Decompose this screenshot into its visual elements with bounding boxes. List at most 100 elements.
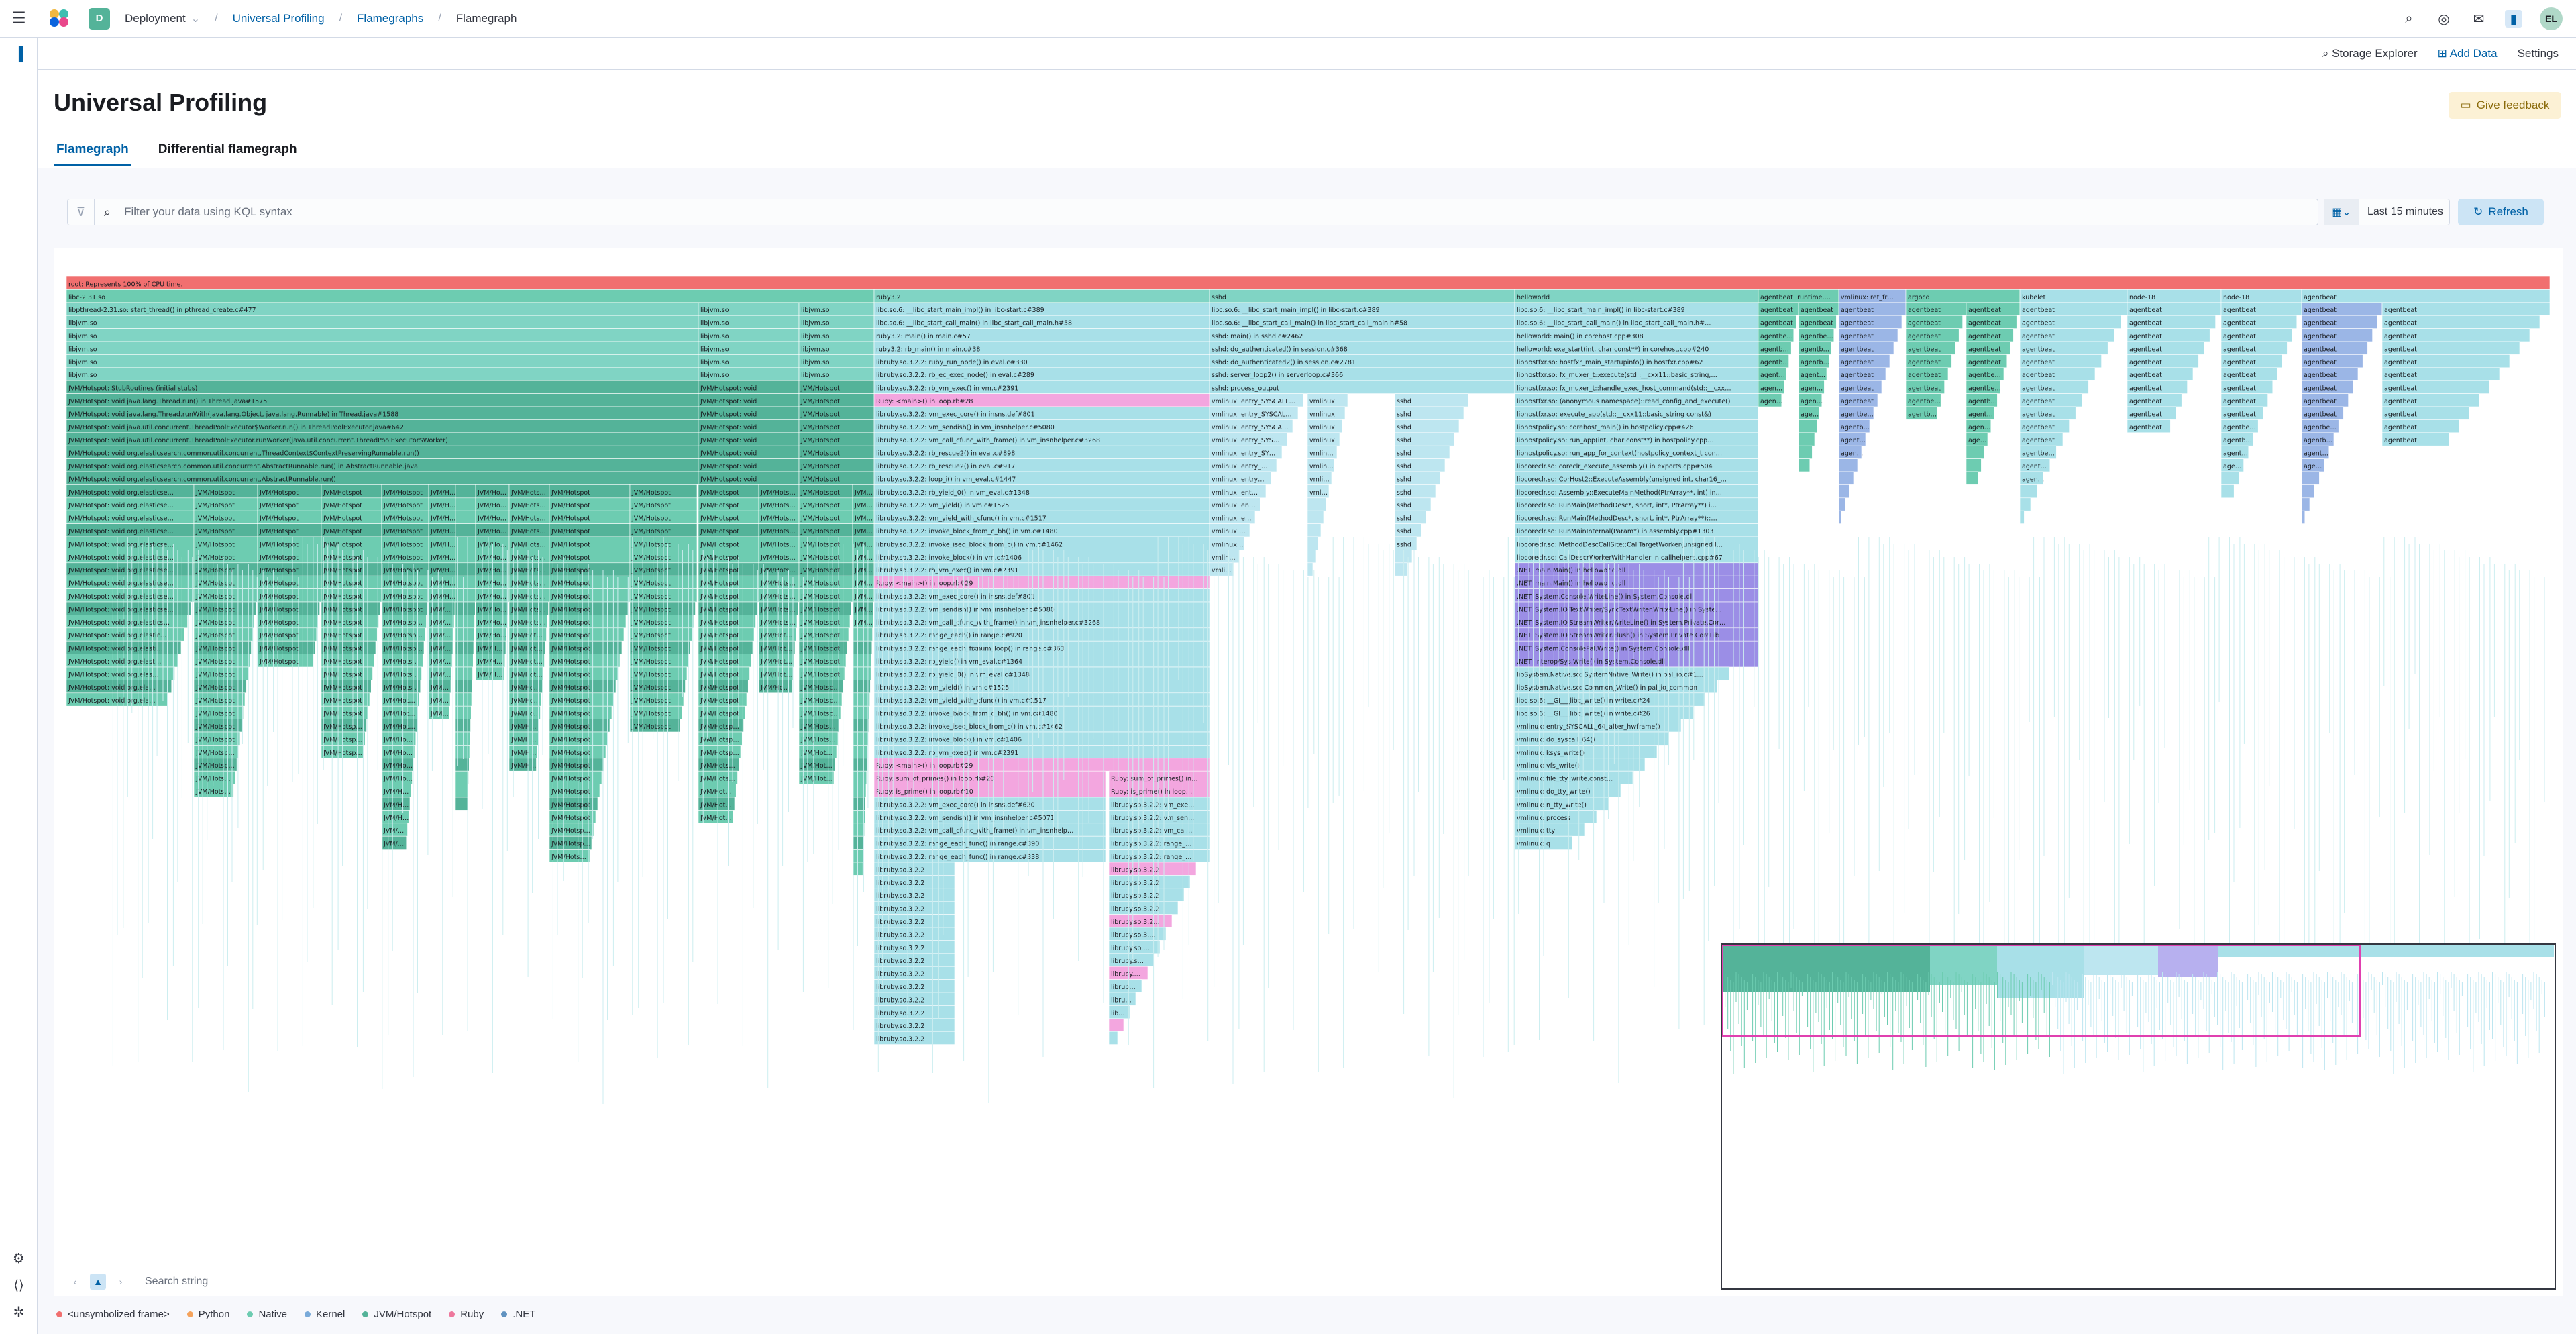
frame[interactable]: libruby.so.3.2.2 bbox=[873, 914, 955, 928]
frame[interactable]: JVM/Hotspot bbox=[257, 536, 322, 550]
frame[interactable]: JVM/Hotspot bbox=[629, 601, 696, 615]
frame[interactable] bbox=[852, 719, 869, 733]
frame[interactable]: agentbeat bbox=[1838, 380, 1882, 394]
frame[interactable] bbox=[1307, 536, 1319, 550]
frame[interactable]: JVM/Hotspot bbox=[798, 484, 853, 499]
frame[interactable]: libruby.so.3.2.2: rb_yield_0() in vm_eva… bbox=[873, 666, 1210, 680]
frame[interactable]: JVM/H… bbox=[381, 797, 411, 811]
frame[interactable]: JVM/Hotspot bbox=[321, 562, 382, 576]
frame[interactable]: JVM/Hotspot bbox=[629, 497, 698, 511]
frame[interactable]: libhostfxr.so: fx_muxer_t::handle_exec_h… bbox=[1514, 380, 1759, 394]
frame[interactable]: vmlinux:… bbox=[1209, 523, 1250, 537]
frame[interactable] bbox=[1307, 510, 1324, 524]
frame[interactable]: libruby.so.3.2.2: vm_sendish() in vm_ins… bbox=[873, 810, 1106, 824]
frame[interactable]: JVM/Hotspot bbox=[321, 497, 382, 511]
frame[interactable]: JVM… bbox=[852, 497, 875, 511]
frame[interactable]: JVM/H… bbox=[428, 575, 455, 589]
frame[interactable]: JVM/Hotspot: void org.elasticse… bbox=[66, 588, 195, 603]
frame[interactable]: agentbeat bbox=[2019, 367, 2096, 381]
frame[interactable]: age… bbox=[2301, 458, 2324, 472]
frame[interactable]: agentbeat bbox=[1905, 380, 1945, 394]
frame[interactable]: JVM/Hotspot bbox=[321, 654, 375, 668]
frame[interactable]: JVM/H… bbox=[428, 523, 455, 537]
frame[interactable]: agentbeat bbox=[2127, 315, 2216, 329]
frame[interactable] bbox=[852, 758, 867, 772]
frame[interactable] bbox=[852, 640, 873, 654]
frame[interactable]: agen… bbox=[1758, 393, 1782, 407]
frame[interactable]: .NET: System.IO.StreamWriter.Flush() in … bbox=[1514, 627, 1759, 642]
frame[interactable]: JVM/Hotspot bbox=[549, 510, 631, 524]
frame[interactable]: agentbeat bbox=[2127, 328, 2210, 342]
frame[interactable]: JVM/H… bbox=[428, 510, 455, 524]
frame[interactable]: JVM/Hotspot bbox=[798, 615, 851, 629]
frame[interactable]: JVM/Hotspot bbox=[193, 705, 244, 719]
frame[interactable]: libhostpolicy.so: corehost_main() in hos… bbox=[1514, 419, 1759, 433]
flamegraph-search-input[interactable]: Search string bbox=[145, 1276, 209, 1287]
frame[interactable]: agentbeat bbox=[2301, 354, 2363, 368]
frame[interactable]: JVM/Ho… bbox=[758, 680, 792, 694]
chevron-down-icon[interactable]: ⌄ bbox=[191, 13, 201, 25]
frame[interactable]: agentbeat bbox=[2019, 328, 2115, 342]
frame[interactable]: JVM/Hotspot: void org.elasticse… bbox=[66, 484, 195, 499]
frame[interactable]: JVM/H… bbox=[508, 719, 540, 733]
frame[interactable]: JVM/Hotspot bbox=[798, 575, 853, 589]
frame[interactable] bbox=[852, 705, 870, 719]
frame[interactable] bbox=[852, 835, 865, 850]
time-range-value[interactable]: Last 15 minutes bbox=[2367, 206, 2443, 217]
frame[interactable] bbox=[2019, 497, 2031, 511]
frame[interactable]: libruby.so.3.2.2 bbox=[1108, 901, 1179, 915]
frame[interactable]: agentbeat bbox=[2220, 406, 2263, 420]
frame[interactable]: helloworld: exe_start(int, char const**)… bbox=[1514, 341, 1759, 355]
frame[interactable]: JVM/Hotspot bbox=[381, 575, 429, 589]
frame[interactable] bbox=[455, 536, 476, 550]
frame[interactable]: agentbeat bbox=[1798, 315, 1837, 329]
frame[interactable]: JVM/Hots… bbox=[758, 484, 800, 499]
frame[interactable]: libjvm.so bbox=[798, 315, 875, 329]
frame[interactable]: agentbe… bbox=[1905, 393, 1941, 407]
frame[interactable]: agent… bbox=[1838, 432, 1866, 446]
frame[interactable]: libcoreclr.so: RunMain(MethodDesc*, shor… bbox=[1514, 497, 1759, 511]
frame[interactable]: libruby.so.3.2.2: rb_rescue2() in eval.c… bbox=[873, 445, 1210, 459]
frame[interactable] bbox=[1307, 550, 1316, 564]
frame[interactable]: libhostfxr.so: execute_app(std::__cxx11:… bbox=[1514, 406, 1759, 420]
frame[interactable]: JVM/Hotspot bbox=[549, 627, 625, 642]
frame[interactable]: JVM/… bbox=[381, 835, 407, 850]
frame[interactable]: JVM/Hotspot bbox=[698, 510, 759, 524]
frame[interactable]: JVM/Hotspot: void org.ela… bbox=[66, 680, 172, 694]
frame[interactable]: libcoreclr.so: RunMainInternal(Param*) i… bbox=[1514, 523, 1759, 537]
frame[interactable]: JVM/Ho… bbox=[475, 484, 510, 499]
frame[interactable]: libruby.so.3.2.2: vm_exe… bbox=[1108, 797, 1210, 811]
frame[interactable]: libruby.so.3.2.2 bbox=[873, 1005, 955, 1019]
frame[interactable]: JVM/Hot… bbox=[381, 719, 417, 733]
frame[interactable]: libjvm.so bbox=[66, 328, 699, 342]
frame[interactable]: libruby.so.3.2.2 bbox=[873, 979, 955, 993]
search-icon[interactable]: ⌕ bbox=[2405, 11, 2413, 26]
frame[interactable]: JVM/Hotspot bbox=[798, 562, 853, 576]
frame[interactable]: agen… bbox=[1798, 380, 1825, 394]
frame[interactable]: JVM/Hot… bbox=[698, 797, 735, 811]
frame[interactable]: JVM/Hotsp… bbox=[798, 680, 844, 694]
frame[interactable]: agentbeat bbox=[1905, 302, 1967, 316]
frame[interactable]: JVM/Hotspot bbox=[549, 692, 614, 707]
frame[interactable]: sshd bbox=[1394, 497, 1432, 511]
frame[interactable]: JVM/Hotspot bbox=[381, 497, 429, 511]
frame[interactable]: JVM/Hotspot bbox=[321, 680, 372, 694]
frame[interactable]: libruby.s… bbox=[1108, 953, 1155, 967]
frame[interactable]: agentbeat bbox=[2301, 328, 2373, 342]
frame[interactable]: JVM/Hotspot: void org.elasticse… bbox=[66, 601, 191, 615]
frame[interactable]: libruby.so.3.2.2: range_each_func() in r… bbox=[873, 835, 1106, 850]
frame[interactable]: libruby.so.3.2.2 bbox=[873, 966, 955, 980]
frame[interactable]: JVM/Hotspot bbox=[381, 562, 429, 576]
frame[interactable]: JVM… bbox=[852, 523, 875, 537]
frame[interactable]: vmlinux: entry… bbox=[1209, 471, 1272, 485]
frame[interactable]: agentb… bbox=[1905, 406, 1938, 420]
frame[interactable]: agentbeat bbox=[2381, 367, 2500, 381]
frame[interactable]: libruby.so.3.2.2: range_… bbox=[1108, 849, 1210, 863]
frame[interactable]: agentbeat bbox=[2019, 406, 2076, 420]
frame[interactable]: agentbeat bbox=[2381, 380, 2490, 394]
frame[interactable]: agentbeat bbox=[2127, 341, 2205, 355]
frame[interactable] bbox=[455, 523, 476, 537]
frame[interactable]: sshd bbox=[1394, 523, 1422, 537]
frame[interactable]: libruby.so.3.2… bbox=[1108, 914, 1173, 928]
frame[interactable]: JVM/Hotspot: void org.elastics… bbox=[66, 615, 188, 629]
